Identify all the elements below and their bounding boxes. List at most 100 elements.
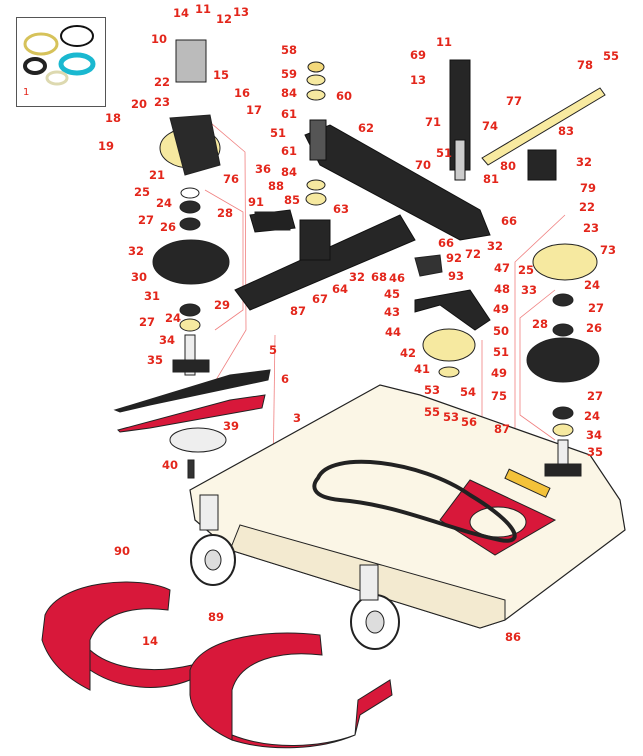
callout-81[interactable]: 81 [482, 172, 500, 186]
callout-13[interactable]: 13 [409, 73, 427, 87]
callout-79[interactable]: 79 [579, 181, 597, 195]
callout-41[interactable]: 41 [413, 362, 431, 376]
callout-80[interactable]: 80 [499, 159, 517, 173]
callout-49[interactable]: 49 [492, 302, 510, 316]
callout-51[interactable]: 51 [269, 126, 287, 140]
callout-71[interactable]: 71 [424, 115, 442, 129]
callout-51[interactable]: 51 [435, 146, 453, 160]
callout-29[interactable]: 29 [213, 298, 231, 312]
callout-22[interactable]: 22 [153, 75, 171, 89]
callout-91[interactable]: 91 [247, 195, 265, 209]
callout-36[interactable]: 36 [254, 162, 272, 176]
callout-27[interactable]: 27 [587, 301, 605, 315]
callout-50[interactable]: 50 [492, 324, 510, 338]
callout-51[interactable]: 51 [492, 345, 510, 359]
callout-53[interactable]: 53 [442, 410, 460, 424]
callout-48[interactable]: 48 [493, 282, 511, 296]
callout-68[interactable]: 68 [370, 270, 388, 284]
callout-83[interactable]: 83 [557, 124, 575, 138]
callout-58[interactable]: 58 [280, 43, 298, 57]
callout-5[interactable]: 5 [268, 343, 278, 357]
callout-60[interactable]: 60 [335, 89, 353, 103]
callout-11[interactable]: 11 [435, 35, 453, 49]
callout-74[interactable]: 74 [481, 119, 499, 133]
callout-64[interactable]: 64 [331, 282, 349, 296]
callout-31[interactable]: 31 [143, 289, 161, 303]
callout-93[interactable]: 93 [447, 269, 465, 283]
callout-63[interactable]: 63 [332, 202, 350, 216]
callout-62[interactable]: 62 [357, 121, 375, 135]
callout-25[interactable]: 25 [133, 185, 151, 199]
callout-10[interactable]: 10 [150, 32, 168, 46]
callout-12[interactable]: 12 [215, 12, 233, 26]
callout-13[interactable]: 13 [232, 5, 250, 19]
callout-67[interactable]: 67 [311, 292, 329, 306]
callout-24[interactable]: 24 [155, 196, 173, 210]
callout-72[interactable]: 72 [464, 247, 482, 261]
callout-85[interactable]: 85 [283, 193, 301, 207]
callout-40[interactable]: 40 [161, 458, 179, 472]
callout-46[interactable]: 46 [388, 271, 406, 285]
callout-27[interactable]: 27 [138, 315, 156, 329]
callout-45[interactable]: 45 [383, 287, 401, 301]
callout-19[interactable]: 19 [97, 139, 115, 153]
callout-34[interactable]: 34 [585, 428, 603, 442]
callout-53[interactable]: 53 [423, 383, 441, 397]
callout-25[interactable]: 25 [517, 263, 535, 277]
callout-6[interactable]: 6 [280, 372, 290, 386]
callout-32[interactable]: 32 [486, 239, 504, 253]
callout-49[interactable]: 49 [490, 366, 508, 380]
callout-34[interactable]: 34 [158, 333, 176, 347]
callout-18[interactable]: 18 [104, 111, 122, 125]
callout-66[interactable]: 66 [437, 236, 455, 250]
callout-26[interactable]: 26 [159, 220, 177, 234]
callout-35[interactable]: 35 [586, 445, 604, 459]
callout-28[interactable]: 28 [531, 317, 549, 331]
callout-28[interactable]: 28 [216, 206, 234, 220]
callout-92[interactable]: 92 [445, 251, 463, 265]
callout-24[interactable]: 24 [164, 311, 182, 325]
callout-66[interactable]: 66 [500, 214, 518, 228]
callout-56[interactable]: 56 [460, 415, 478, 429]
callout-35[interactable]: 35 [146, 353, 164, 367]
callout-88[interactable]: 88 [267, 179, 285, 193]
callout-75[interactable]: 75 [490, 389, 508, 403]
callout-86[interactable]: 86 [504, 630, 522, 644]
callout-30[interactable]: 30 [130, 270, 148, 284]
callout-84[interactable]: 84 [280, 165, 298, 179]
callout-44[interactable]: 44 [384, 325, 402, 339]
callout-42[interactable]: 42 [399, 346, 417, 360]
callout-24[interactable]: 24 [583, 278, 601, 292]
callout-32[interactable]: 32 [348, 270, 366, 284]
callout-54[interactable]: 54 [459, 385, 477, 399]
callout-14[interactable]: 14 [141, 634, 159, 648]
callout-27[interactable]: 27 [586, 389, 604, 403]
callout-15[interactable]: 15 [212, 68, 230, 82]
callout-22[interactable]: 22 [578, 200, 596, 214]
callout-59[interactable]: 59 [280, 67, 298, 81]
callout-87[interactable]: 87 [289, 304, 307, 318]
callout-26[interactable]: 26 [585, 321, 603, 335]
callout-70[interactable]: 70 [414, 158, 432, 172]
callout-27[interactable]: 27 [137, 213, 155, 227]
callout-43[interactable]: 43 [383, 305, 401, 319]
callout-78[interactable]: 78 [576, 58, 594, 72]
callout-73[interactable]: 73 [599, 243, 617, 257]
callout-61[interactable]: 61 [280, 107, 298, 121]
callout-32[interactable]: 32 [575, 155, 593, 169]
callout-16[interactable]: 16 [233, 86, 251, 100]
callout-90[interactable]: 90 [113, 544, 131, 558]
callout-23[interactable]: 23 [153, 95, 171, 109]
kit-callout[interactable]: 1 [23, 87, 30, 98]
callout-55[interactable]: 55 [602, 49, 620, 63]
callout-17[interactable]: 17 [245, 103, 263, 117]
callout-69[interactable]: 69 [409, 48, 427, 62]
callout-3[interactable]: 3 [292, 411, 302, 425]
callout-14[interactable]: 14 [172, 6, 190, 20]
callout-23[interactable]: 23 [582, 221, 600, 235]
callout-32[interactable]: 32 [127, 244, 145, 258]
callout-33[interactable]: 33 [520, 283, 538, 297]
callout-61[interactable]: 61 [280, 144, 298, 158]
callout-39[interactable]: 39 [222, 419, 240, 433]
callout-55[interactable]: 55 [423, 405, 441, 419]
